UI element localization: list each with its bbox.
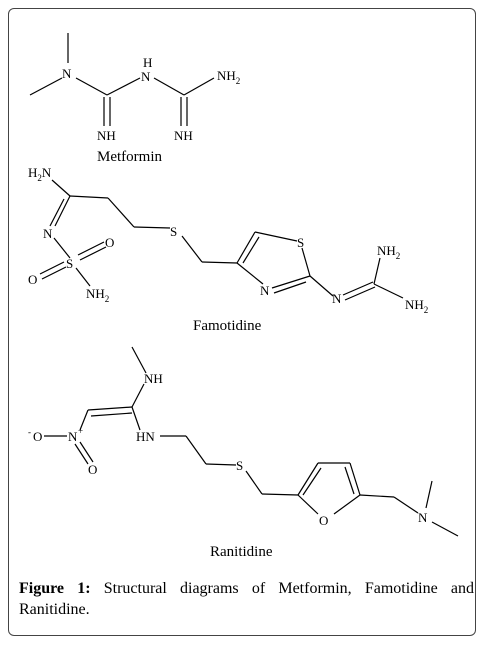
bond <box>51 179 71 197</box>
atom-label: O <box>105 235 114 250</box>
atom-label: O <box>33 429 42 444</box>
atom-label: S <box>236 458 243 473</box>
bond <box>273 281 307 294</box>
atom-labels: N H N NH2 NH NH H2N N S S O O NH2 S N N … <box>28 55 428 528</box>
bond <box>185 435 207 465</box>
bond <box>342 281 374 296</box>
atom-label: HN <box>136 429 155 444</box>
bond <box>75 267 91 287</box>
compound-names: Metformin Famotidine Ranitidine <box>97 149 273 560</box>
atom-label: NH <box>144 371 163 386</box>
atom-label: NH <box>97 128 116 143</box>
bond <box>53 237 71 259</box>
atom-label: S <box>297 235 304 250</box>
bond <box>74 443 89 465</box>
bond <box>181 235 203 263</box>
atom-label: O <box>319 513 328 528</box>
atom-label: NH <box>174 128 193 143</box>
bond <box>77 241 105 256</box>
atom-label: O <box>88 462 97 477</box>
caption-label: Figure 1: <box>19 580 91 597</box>
bond <box>133 226 171 229</box>
bond <box>333 494 361 515</box>
bond <box>236 231 256 264</box>
bond <box>79 409 89 431</box>
bond <box>302 467 322 496</box>
atom-label: S <box>170 224 177 239</box>
atom-label: N <box>43 226 53 241</box>
bond <box>39 261 65 275</box>
caption-text: Structural diagrams of Metformin, Famoti… <box>19 580 475 618</box>
bond <box>75 77 108 96</box>
bond <box>425 480 433 509</box>
bond <box>261 493 299 496</box>
bond <box>69 195 109 199</box>
compound-name-famotidine: Famotidine <box>193 318 262 334</box>
bond <box>106 77 141 96</box>
bond <box>131 406 141 431</box>
atom-label: N <box>260 283 270 298</box>
bond <box>131 346 147 374</box>
atom-label: NH2 <box>405 297 428 315</box>
atom-label: NH2 <box>86 286 109 304</box>
atom-label: N <box>418 510 428 525</box>
bond <box>373 257 381 285</box>
bond <box>49 198 65 227</box>
atom-label: N <box>332 291 342 306</box>
atom-charge: + <box>78 426 83 436</box>
figure-caption: Figure 1: Structural diagrams of Metform… <box>19 578 474 620</box>
compound-name-ranitidine: Ranitidine <box>210 544 273 560</box>
atom-charge: - <box>28 427 31 437</box>
bond <box>183 77 215 96</box>
figure-frame <box>8 8 476 636</box>
bond <box>344 466 355 495</box>
bond <box>271 275 311 289</box>
atom-label: O <box>28 272 37 287</box>
bond <box>297 494 319 515</box>
bond <box>54 195 71 227</box>
atom-label: N <box>68 429 78 444</box>
atom-label: S <box>66 256 73 271</box>
bond <box>349 462 361 496</box>
bond <box>254 231 298 242</box>
atom-label: N <box>141 69 151 84</box>
bond <box>87 406 133 411</box>
bond <box>301 247 311 277</box>
bond <box>297 462 319 496</box>
bond <box>79 246 107 261</box>
atom-label: H2N <box>28 165 52 183</box>
bond <box>41 266 67 280</box>
bond <box>393 496 419 514</box>
atom-label: H <box>143 55 152 70</box>
bond <box>242 236 260 264</box>
bond <box>29 77 63 96</box>
bond <box>245 470 263 495</box>
bond <box>205 463 237 466</box>
bond <box>236 262 264 285</box>
bond <box>431 521 459 537</box>
bonds <box>29 33 459 537</box>
bond <box>359 494 395 498</box>
bond <box>107 197 135 228</box>
atom-label: N <box>62 66 72 81</box>
bond <box>79 441 94 463</box>
atom-label: NH2 <box>377 243 400 261</box>
compound-name-metformin: Metformin <box>97 149 162 165</box>
bond <box>201 261 238 264</box>
bond <box>309 275 334 297</box>
bond <box>131 383 145 408</box>
bond <box>344 286 376 301</box>
bond <box>153 77 185 96</box>
atom-label: NH2 <box>217 68 240 86</box>
bond <box>90 412 133 417</box>
bond <box>373 283 404 299</box>
